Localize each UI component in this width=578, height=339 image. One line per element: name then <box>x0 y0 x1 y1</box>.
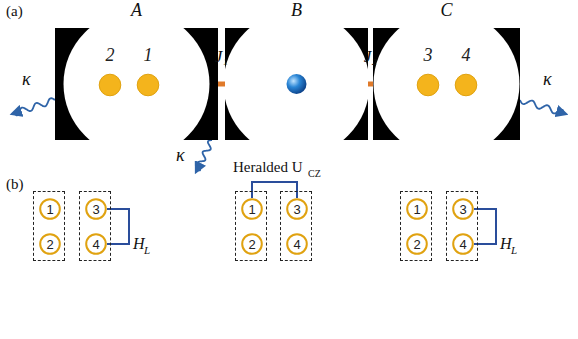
cavity-mirrors <box>225 28 368 140</box>
coupling-label: J₂ <box>364 48 377 65</box>
atom-circle: 1 <box>406 198 428 220</box>
qubit-number: 1 <box>248 203 255 216</box>
atom-outline <box>136 73 160 97</box>
qubit-number: 1 <box>144 46 153 64</box>
qubit-number: 1 <box>46 203 53 216</box>
panel-label: (b) <box>6 177 24 192</box>
qubit-pair-box: 34 <box>446 191 478 261</box>
subscript: L <box>144 245 150 256</box>
qubit-pair-box: 12 <box>33 191 65 261</box>
cavity: A21 <box>55 28 218 140</box>
atom-circle: 3 <box>85 198 107 220</box>
atom-circle: 2 <box>406 233 428 255</box>
atom-circle: 4 <box>452 233 474 255</box>
qubit-number: 4 <box>293 238 300 251</box>
qubit-pair-box: 34 <box>79 191 111 261</box>
qubit-pair-box: 34 <box>280 191 312 261</box>
atom-circle: 1 <box>136 73 160 97</box>
qubit-number: 3 <box>92 203 99 216</box>
atom-circle: 4 <box>286 233 308 255</box>
gate-label: Heralded U <box>233 160 303 175</box>
atom-circle: 1 <box>241 198 263 220</box>
qubit-number: 1 <box>413 203 420 216</box>
qubit-number: 3 <box>459 203 466 216</box>
atom-outline <box>416 73 440 97</box>
atom-circle: 4 <box>85 233 107 255</box>
atom-circle: 2 <box>241 233 263 255</box>
decay-arrow <box>196 140 212 172</box>
atom-b <box>287 74 307 94</box>
subscript: CZ <box>308 169 321 179</box>
decay-rate: κ <box>22 70 31 88</box>
coupling-bar <box>218 82 225 87</box>
atom-circle: 4 <box>454 73 478 97</box>
atom-circle: 3 <box>452 198 474 220</box>
coupling-label: J₁ <box>215 48 228 65</box>
qubit-number: 2 <box>106 46 115 64</box>
qubit-pair-box: 12 <box>400 191 432 261</box>
qubit-number: 4 <box>92 238 99 251</box>
atom-circle: 1 <box>39 198 61 220</box>
qubit-number: 3 <box>424 46 433 64</box>
coupling-bar <box>368 82 373 87</box>
atom-outline <box>98 73 122 97</box>
hamiltonian-label: H <box>133 236 145 252</box>
panel-label: (a) <box>6 4 23 19</box>
decay-arrow <box>520 100 566 114</box>
atom-circle: 2 <box>39 233 61 255</box>
subscript: L <box>511 245 517 256</box>
cavity-mirrors <box>373 28 520 140</box>
cavity-label: C <box>440 1 452 19</box>
atom-circle: 3 <box>286 198 308 220</box>
atom-circle: 3 <box>416 73 440 97</box>
cavity: C34 <box>373 28 520 140</box>
qubit-number: 4 <box>459 238 466 251</box>
interaction-bracket <box>252 182 297 198</box>
qubit-pair-box: 12 <box>235 191 267 261</box>
decay-rate: κ <box>543 70 552 88</box>
qubit-number: 2 <box>248 238 255 251</box>
decay-rate: κ <box>176 146 185 164</box>
qubit-number: 2 <box>46 238 53 251</box>
cavity-label: B <box>291 1 302 19</box>
qubit-number: 2 <box>413 238 420 251</box>
cavity: B <box>225 28 368 140</box>
atom-circle: 2 <box>98 73 122 97</box>
qubit-number: 3 <box>293 203 300 216</box>
decay-arrow <box>12 98 55 115</box>
hamiltonian-label: H <box>500 236 512 252</box>
qubit-number: 4 <box>462 46 471 64</box>
cavity-mirrors <box>55 28 218 140</box>
atom-outline <box>454 73 478 97</box>
cavity-label: A <box>131 1 142 19</box>
